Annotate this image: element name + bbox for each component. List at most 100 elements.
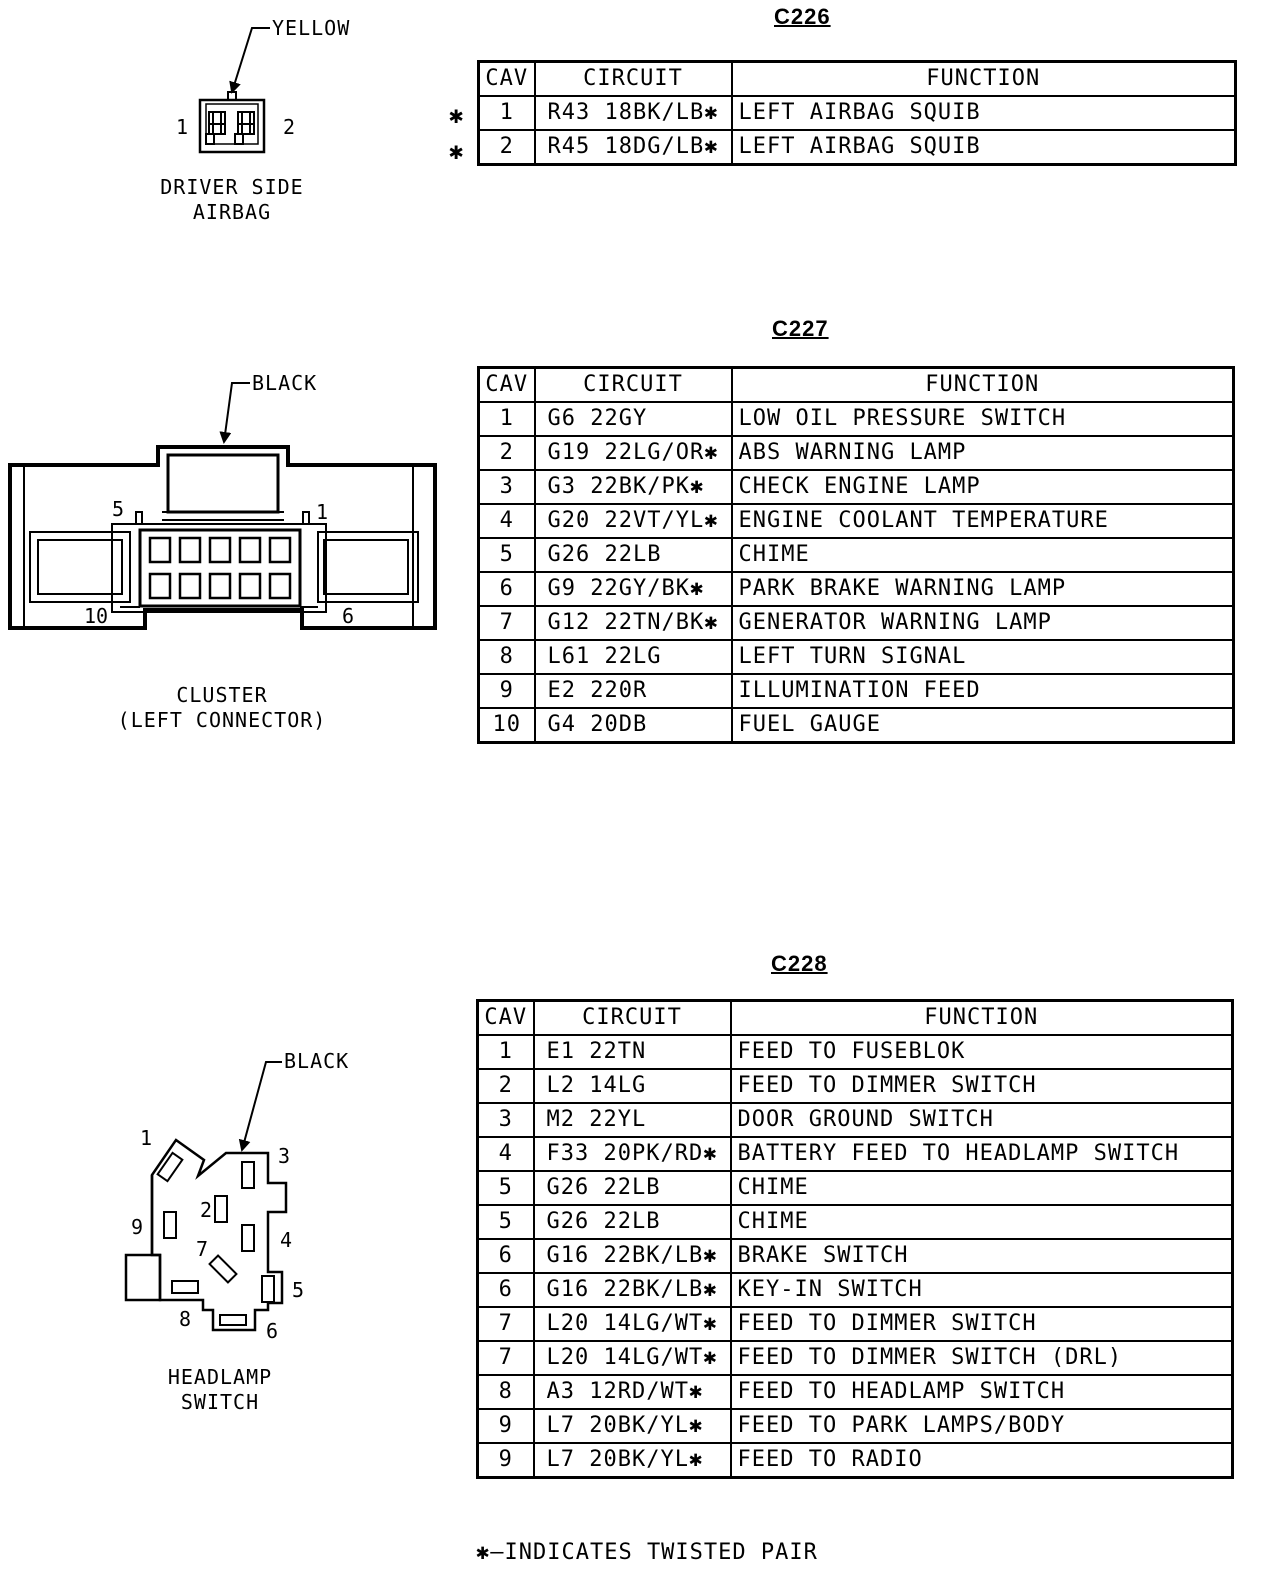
column-header-function: FUNCTION [729,999,1234,1036]
function-cell: CHIME [730,537,1235,573]
pin-label: 5 [112,497,125,521]
function-cell: DOOR GROUND SWITCH [729,1102,1234,1138]
wire-color-label: BLACK [284,1049,350,1073]
circuit-cell: G19 22LG/OR✱ [533,435,733,471]
circuit-cell: G9 22GY/BK✱ [533,571,733,607]
cav-cell: 5 [476,1204,535,1240]
circuit-cell: G26 22LB [532,1170,732,1206]
pin-label: 5 [292,1278,305,1302]
function-cell: ABS WARNING LAMP [730,435,1235,471]
cav-cell: 4 [477,503,536,539]
wire-color-label: BLACK [252,371,318,395]
circuit-cell: G3 22BK/PK✱ [533,469,733,505]
circuit-cell: L20 14LG/WT✱ [532,1340,732,1376]
twisted-pair-legend: ✱—INDICATES TWISTED PAIR [476,1540,818,1565]
pin-label: 10 [84,604,109,628]
cav-cell: 9 [476,1442,535,1479]
circuit-cell: L2 14LG [532,1068,732,1104]
circuit-cell: G16 22BK/LB✱ [532,1272,732,1308]
function-cell: LEFT AIRBAG SQUIB [730,129,1237,166]
table-row: 2 R45 18DG/LB✱ LEFT AIRBAG SQUIB [477,129,1237,166]
cav-cell: 4 [476,1136,535,1172]
cav-cell: 6 [476,1238,535,1274]
function-cell: LOW OIL PRESSURE SWITCH [730,401,1235,437]
cav-cell: 5 [476,1170,535,1206]
column-header-function: FUNCTION [730,366,1235,403]
pin-label: 6 [342,604,355,628]
circuit-cell: G6 22GY [533,401,733,437]
pin-label: 3 [278,1144,291,1168]
cav-cell: 7 [477,605,536,641]
circuit-cell: A3 12RD/WT✱ [532,1374,732,1410]
cav-cell: 1 [477,401,536,437]
pin-label: 6 [266,1319,279,1343]
function-cell: FEED TO HEADLAMP SWITCH [729,1374,1234,1410]
airbag-connector-drawing [198,27,270,154]
cav-cell: 9 [476,1408,535,1444]
function-cell: FEED TO DIMMER SWITCH (DRL) [729,1340,1234,1376]
circuit-cell: R43 18BK/LB✱ [533,95,733,131]
function-cell: BRAKE SWITCH [729,1238,1234,1274]
pin-label: 7 [196,1237,209,1261]
column-header-cav: CAV [477,60,536,97]
cav-cell: 1 [477,95,536,131]
circuit-cell: F33 20PK/RD✱ [532,1136,732,1172]
connector-title-c228: C228 [771,951,828,976]
connector-name-label: CLUSTER (LEFT CONNECTOR) [117,683,327,732]
function-cell: BATTERY FEED TO HEADLAMP SWITCH [729,1136,1234,1172]
headlamp-switch-drawing [124,1061,288,1332]
function-cell: PARK BRAKE WARNING LAMP [730,571,1235,607]
cav-cell: 9 [477,673,536,709]
cav-cell: 6 [477,571,536,607]
cav-cell: 2 [476,1068,535,1104]
cav-cell: 10 [477,707,536,744]
circuit-cell: L7 20BK/YL✱ [532,1408,732,1444]
pin-label: 2 [283,115,296,139]
column-header-circuit: CIRCUIT [532,999,732,1036]
circuit-cell: R45 18DG/LB✱ [533,129,733,166]
function-cell: CHIME [729,1170,1234,1206]
connector-name-label: HEADLAMP SWITCH [167,1365,273,1414]
connector-title-c227: C227 [772,316,829,341]
cav-cell: 7 [476,1340,535,1376]
cav-cell: 3 [477,469,536,505]
cav-cell: 2 [477,129,536,166]
twisted-pair-marker: ✱ [449,101,464,129]
cav-cell: 5 [477,537,536,573]
table-header-row: CAV CIRCUIT FUNCTION [477,366,1235,403]
function-cell: GENERATOR WARNING LAMP [730,605,1235,641]
circuit-cell: L61 22LG [533,639,733,675]
connector-name-label: DRIVER SIDE AIRBAG [160,175,304,224]
pin-label: 8 [179,1307,192,1331]
pin-label: 1 [140,1126,153,1150]
column-header-function: FUNCTION [730,60,1237,97]
cav-cell: 2 [477,435,536,471]
circuit-cell: E2 220R [533,673,733,709]
function-cell: FEED TO DIMMER SWITCH [729,1068,1234,1104]
circuit-cell: G20 22VT/YL✱ [533,503,733,539]
function-cell: FEED TO DIMMER SWITCH [729,1306,1234,1342]
circuit-cell: G12 22TN/BK✱ [533,605,733,641]
circuit-cell: L20 14LG/WT✱ [532,1306,732,1342]
wire-color-label: YELLOW [272,16,351,40]
cav-cell: 1 [476,1034,535,1070]
